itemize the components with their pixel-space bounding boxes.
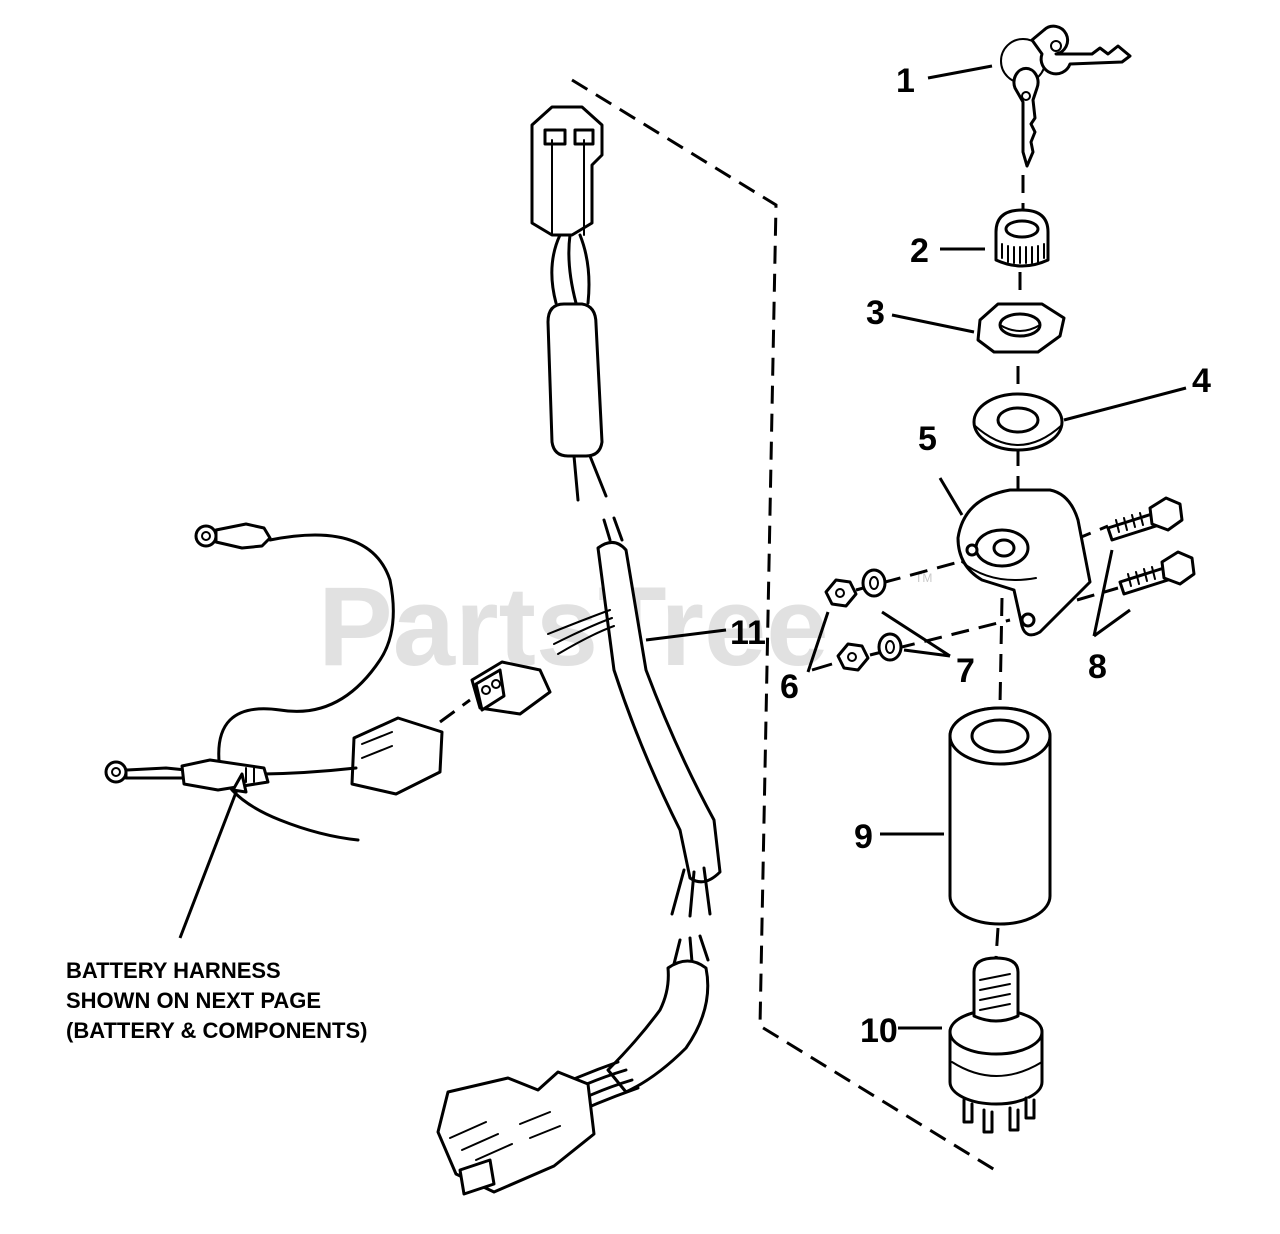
note-line-1: BATTERY HARNESS <box>66 958 281 983</box>
lower-connector <box>436 934 710 1196</box>
screw-upper <box>1106 496 1184 542</box>
battery-harness <box>104 522 444 842</box>
mounting-bracket <box>956 488 1092 637</box>
key-set <box>1000 24 1132 168</box>
note-line-2: SHOWN ON NEXT PAGE <box>66 988 321 1013</box>
lock-washers <box>861 568 903 662</box>
callout-4: 4 <box>1192 362 1211 400</box>
callout-7: 7 <box>956 652 975 690</box>
washer <box>972 392 1064 452</box>
ignition-switch <box>948 956 1044 1134</box>
callout-10: 10 <box>860 1012 898 1050</box>
callout-5: 5 <box>918 420 937 458</box>
watermark-trademark: TM <box>915 571 932 585</box>
callout-6: 6 <box>780 668 799 706</box>
harness-connector <box>470 660 552 716</box>
switch-boot <box>948 706 1052 926</box>
screw-lower <box>1118 550 1196 596</box>
callout-9: 9 <box>854 818 873 856</box>
assembly-dashed-lines <box>439 78 1119 1172</box>
callout-1: 1 <box>896 62 915 100</box>
lock-nuts <box>824 578 870 672</box>
note-line-3: (BATTERY & COMPONENTS) <box>66 1018 367 1043</box>
watermark-text: PartsTree <box>318 564 829 689</box>
callout-8: 8 <box>1088 648 1107 686</box>
callout-11: 11 <box>730 614 766 652</box>
hex-nut <box>976 302 1066 354</box>
knurled-nut <box>994 208 1050 268</box>
upper-wire-sleeve <box>546 302 608 502</box>
leader-lines <box>178 64 1187 1030</box>
callout-2: 2 <box>910 232 929 270</box>
middle-wire-harness <box>547 516 722 918</box>
callout-3: 3 <box>866 294 885 332</box>
upper-connector <box>530 105 604 305</box>
